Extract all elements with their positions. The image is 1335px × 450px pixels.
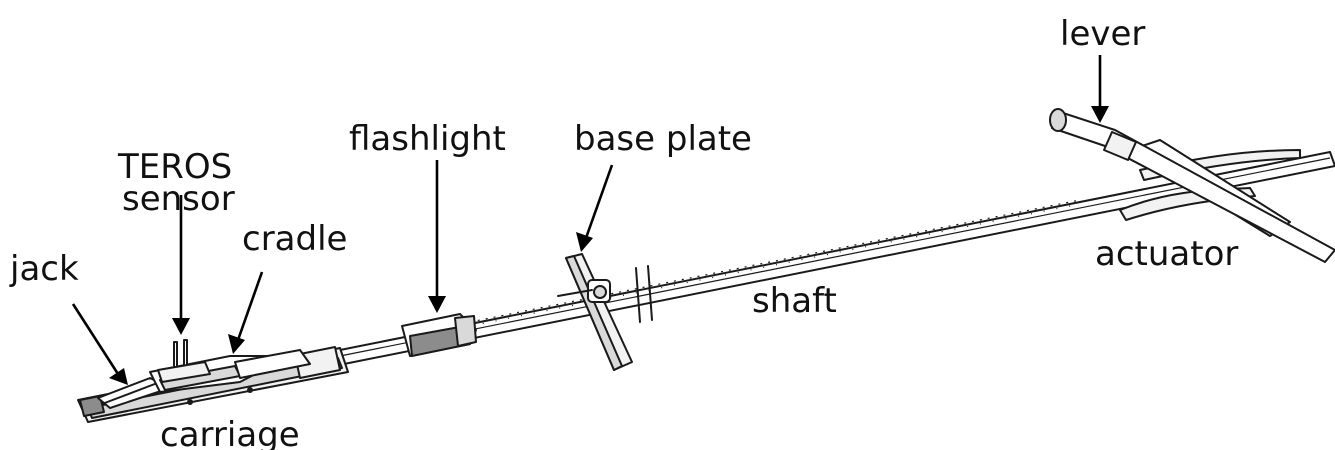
label-actuator: actuator	[1095, 234, 1238, 274]
arrow-teros	[172, 195, 190, 335]
cradle	[149, 349, 311, 393]
label-teros-line2: sensor	[122, 179, 235, 219]
label-teros-line1: TEROS	[117, 147, 232, 187]
arrow-jack	[71, 303, 128, 385]
lever	[1049, 108, 1335, 263]
label-base-plate: base plate	[574, 119, 752, 159]
arrow-lever	[1091, 55, 1109, 123]
arrow-cradle	[228, 271, 264, 354]
arrow-flashlight	[428, 160, 446, 313]
label-flashlight: flashlight	[349, 119, 506, 159]
label-lever: lever	[1060, 14, 1145, 54]
label-jack: jack	[9, 249, 79, 289]
teros-sensor	[157, 339, 211, 383]
label-carriage: carriage	[160, 415, 300, 450]
base-plate	[557, 253, 633, 371]
flashlight	[401, 313, 477, 357]
label-shaft: shaft	[752, 281, 837, 321]
label-cradle: cradle	[242, 219, 347, 259]
arrow-base-plate	[576, 164, 614, 252]
